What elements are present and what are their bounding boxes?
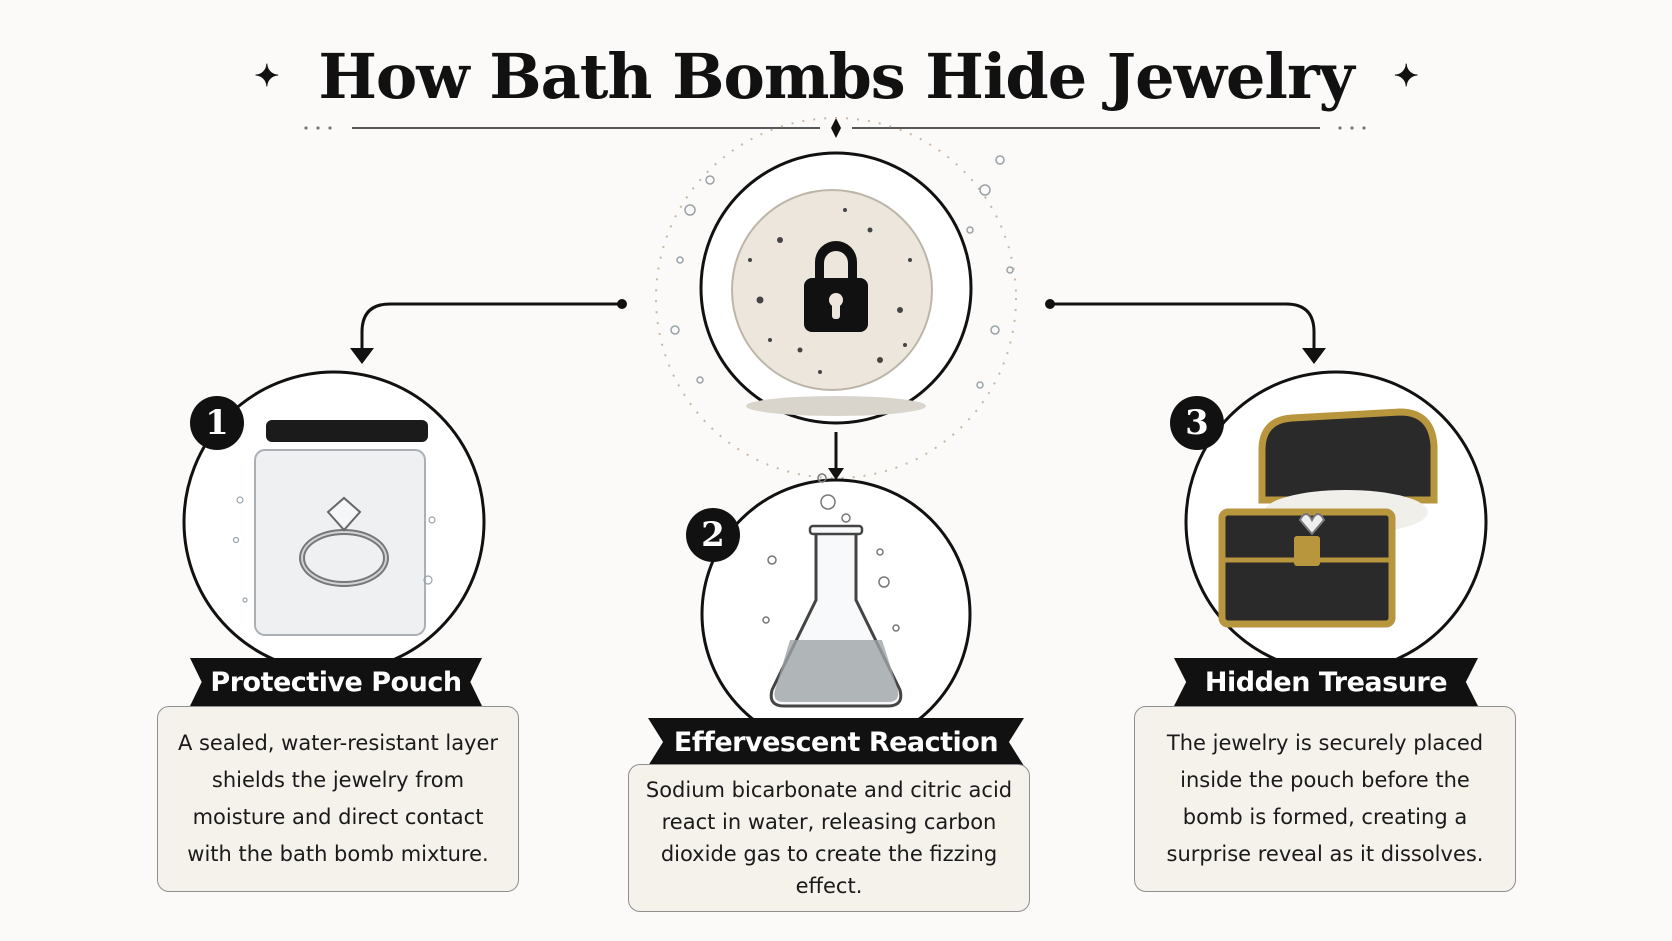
step-2-description: Sodium bicarbonate and citric acid react… (628, 764, 1030, 912)
step-3-description: The jewelry is securely placed inside th… (1134, 706, 1516, 892)
page-title: ✦ How Bath Bombs Hide Jewelry ✦ (0, 28, 1672, 113)
step-1-description-text: A sealed, water-resistant layer shields … (177, 731, 499, 866)
sparkle-right-icon: ✦ (1393, 59, 1419, 94)
step-1-description: A sealed, water-resistant layer shields … (157, 706, 519, 892)
title-divider (304, 118, 1366, 138)
title-text: How Bath Bombs Hide Jewelry (318, 40, 1354, 113)
step-2-number: 2 (701, 515, 725, 555)
fizzing-flask-icon (700, 473, 972, 750)
connector-arrows (360, 302, 1316, 470)
treasure-chest-icon (1184, 370, 1488, 674)
step-3-label: Hidden Treasure (1174, 658, 1478, 706)
arrowheads (350, 299, 1326, 480)
step-1-badge: 1 (190, 396, 244, 450)
step-2-badge: 2 (686, 508, 740, 562)
locked-bath-bomb-icon (655, 117, 1017, 479)
step-3-badge: 3 (1170, 396, 1224, 450)
sparkle-left-icon: ✦ (254, 59, 279, 94)
step-3-number: 3 (1185, 403, 1209, 443)
step-2-description-text: Sodium bicarbonate and citric acid react… (645, 778, 1013, 898)
step-3-description-text: The jewelry is securely placed inside th… (1166, 731, 1484, 866)
step-1-number: 1 (205, 403, 229, 443)
step-1-label: Protective Pouch (190, 658, 482, 706)
step-2-label: Effervescent Reaction (648, 718, 1024, 766)
